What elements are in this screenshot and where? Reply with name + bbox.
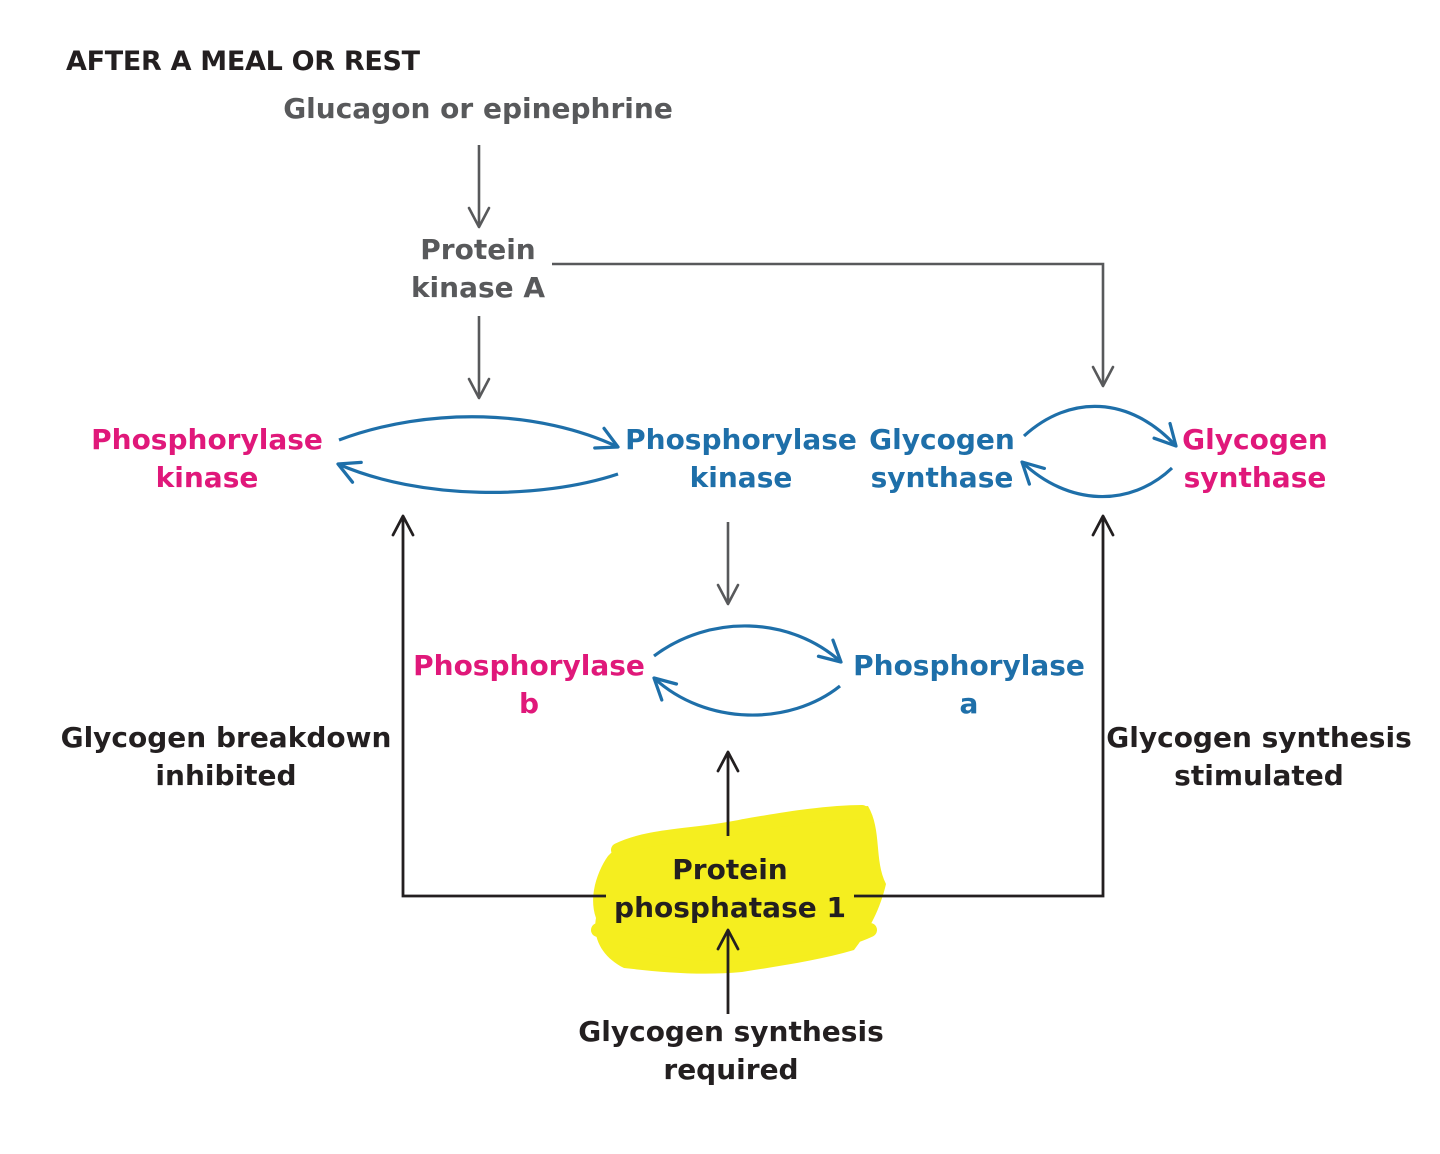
node-gs-active-line2: synthase: [1183, 461, 1327, 494]
arrow-pka-to-glycogen-synthase: [552, 262, 1115, 388]
node-pka-line2: kinase A: [410, 271, 546, 304]
node-phosphorylase-kinase-inactive: Phosphorylase kinase: [625, 421, 857, 497]
node-phk-inactive-line2: kinase: [689, 461, 793, 494]
node-phosphorylase-a: Phosphorylase a: [853, 647, 1085, 723]
node-gs-inactive-line2: synthase: [870, 461, 1014, 494]
node-glucagon-epinephrine: Glucagon or epinephrine: [283, 90, 673, 128]
label-glycogen-synthesis-stimulated: Glycogen synthesis stimulated: [1106, 719, 1411, 795]
label-required-line1: Glycogen synthesis: [578, 1015, 884, 1048]
node-pp1-line1: Protein: [672, 853, 788, 886]
node-phk-inactive-line1: Phosphorylase: [625, 423, 857, 456]
label-synthesis-stim-line2: stimulated: [1174, 759, 1344, 792]
highlight-mark-edge: [591, 805, 877, 962]
cycle-arrow-gs-reverse: [1020, 460, 1174, 499]
node-gs-active-line1: Glycogen: [1182, 423, 1328, 456]
label-breakdown-line1: Glycogen breakdown: [60, 721, 392, 754]
node-ph-b-line1: Phosphorylase: [413, 649, 645, 682]
label-required-line2: required: [663, 1053, 799, 1086]
label-synthesis-stim-line1: Glycogen synthesis: [1106, 721, 1412, 754]
node-ph-a-line2: a: [959, 687, 979, 720]
label-glycogen-synthesis-required: Glycogen synthesis required: [578, 1013, 883, 1089]
node-protein-kinase-a: Protein kinase A: [411, 231, 545, 307]
arrow-pp1-to-gs: [854, 514, 1115, 898]
label-breakdown-line2: inhibited: [155, 759, 297, 792]
node-phosphorylase-kinase-active: Phosphorylase kinase: [91, 421, 323, 497]
cycle-arrow-phosphorylase-forward: [653, 624, 843, 664]
node-gs-inactive-line1: Glycogen: [869, 423, 1015, 456]
cycle-arrow-phosphorylase-reverse: [652, 676, 841, 717]
node-phk-active-line2: kinase: [155, 461, 259, 494]
cycle-arrow-gs-forward: [1022, 404, 1178, 448]
label-glycogen-breakdown-inhibited: Glycogen breakdown inhibited: [61, 719, 392, 795]
node-glycogen-synthase-inactive: Glycogen synthase: [869, 421, 1015, 497]
node-ph-a-line1: Phosphorylase: [853, 649, 1085, 682]
node-pka-line1: Protein: [420, 233, 536, 266]
node-phk-active-line1: Phosphorylase: [91, 423, 323, 456]
highlight-mark: [593, 806, 886, 974]
node-glucagon-line1: Glucagon or epinephrine: [283, 92, 673, 125]
node-phosphorylase-b: Phosphorylase b: [413, 647, 645, 723]
node-protein-phosphatase-1: Protein phosphatase 1: [614, 851, 846, 927]
node-pp1-line2: phosphatase 1: [614, 891, 846, 924]
cycle-arrow-phk-reverse: [336, 460, 619, 494]
node-glycogen-synthase-active: Glycogen synthase: [1182, 421, 1328, 497]
arrow-pp1-to-phk: [391, 514, 606, 898]
diagram-title: AFTER A MEAL OR REST: [66, 46, 420, 77]
cycle-arrow-phk-forward: [338, 415, 620, 450]
node-ph-b-line2: b: [518, 687, 540, 720]
